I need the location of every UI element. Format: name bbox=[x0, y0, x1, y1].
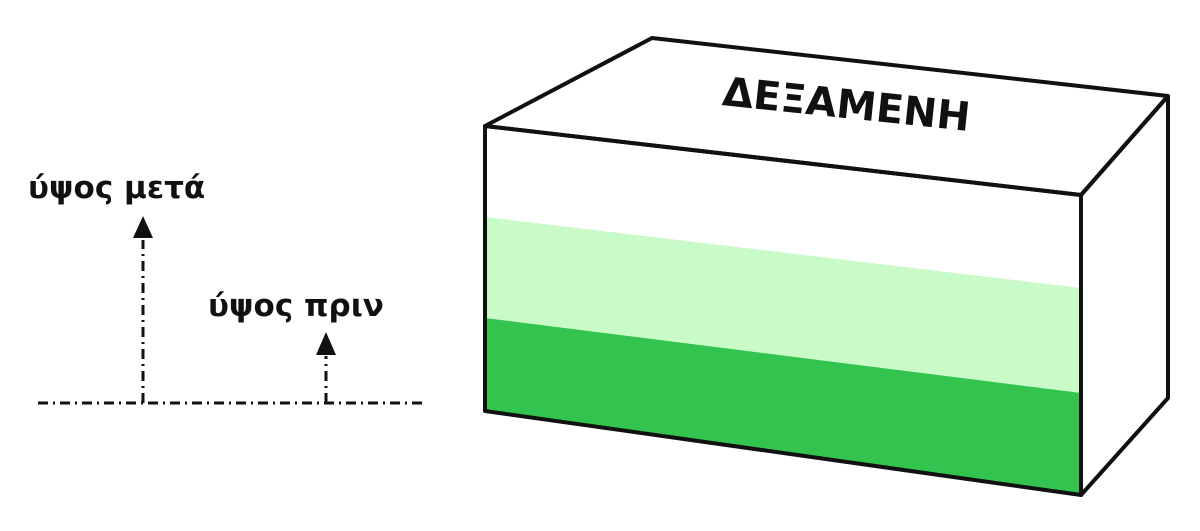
arrow-up-icon bbox=[133, 216, 153, 238]
tank-outline bbox=[483, 36, 1170, 497]
tank: ΔΕΞΑΜΕΝΗ bbox=[483, 36, 1170, 497]
label-height-after: ύψος μετά bbox=[28, 170, 205, 206]
height-indicators: ύψος μετά ύψος πριν bbox=[28, 170, 425, 405]
label-height-before: ύψος πριν bbox=[208, 288, 384, 324]
water-level-before bbox=[485, 318, 1081, 495]
tank-side-face bbox=[1081, 96, 1168, 495]
arrow-up-icon bbox=[316, 332, 336, 355]
